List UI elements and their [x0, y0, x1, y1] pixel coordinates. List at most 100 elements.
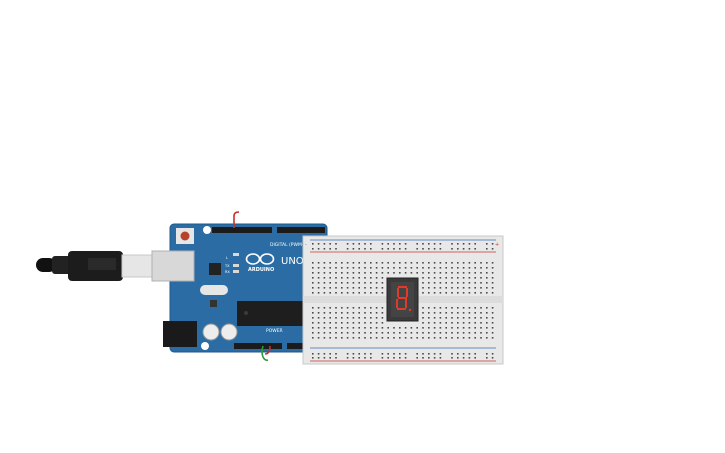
breadboard-hole[interactable] [480, 332, 482, 334]
breadboard-hole[interactable] [486, 337, 488, 339]
breadboard-hole[interactable] [428, 337, 430, 339]
breadboard-hole[interactable] [381, 337, 384, 339]
breadboard-hole[interactable] [462, 353, 465, 355]
breadboard-hole[interactable] [341, 277, 343, 279]
breadboard-hole[interactable] [416, 248, 418, 250]
breadboard-hole[interactable] [428, 262, 430, 264]
breadboard-hole[interactable] [433, 272, 436, 274]
breadboard-hole[interactable] [486, 332, 488, 334]
breadboard-hole[interactable] [323, 248, 326, 250]
breadboard-hole[interactable] [335, 287, 337, 289]
breadboard-hole[interactable] [480, 272, 482, 274]
breadboard-hole[interactable] [486, 292, 488, 294]
breadboard-hole[interactable] [462, 312, 465, 314]
breadboard-hole[interactable] [433, 353, 436, 355]
breadboard-hole[interactable] [317, 317, 320, 319]
breadboard-hole[interactable] [370, 292, 372, 294]
breadboard-hole[interactable] [433, 262, 436, 264]
breadboard-hole[interactable] [445, 327, 447, 329]
breadboard-hole[interactable] [381, 282, 384, 284]
breadboard-hole[interactable] [428, 332, 430, 334]
breadboard-hole[interactable] [387, 357, 389, 359]
breadboard-hole[interactable] [422, 337, 424, 339]
breadboard-hole[interactable] [352, 317, 355, 319]
breadboard-hole[interactable] [486, 282, 488, 284]
breadboard-hole[interactable] [491, 248, 494, 250]
breadboard-hole[interactable] [346, 248, 349, 250]
breadboard-hole[interactable] [358, 332, 360, 334]
breadboard-hole[interactable] [399, 267, 401, 269]
breadboard-hole[interactable] [323, 332, 326, 334]
breadboard-hole[interactable] [370, 272, 372, 274]
breadboard-hole[interactable] [404, 337, 407, 339]
breadboard-hole[interactable] [335, 332, 337, 334]
breadboard-hole[interactable] [358, 307, 360, 309]
breadboard-hole[interactable] [474, 287, 476, 289]
breadboard-hole[interactable] [416, 267, 418, 269]
breadboard-hole[interactable] [439, 277, 442, 279]
breadboard-hole[interactable] [346, 337, 349, 339]
breadboard-hole[interactable] [422, 357, 424, 359]
breadboard-hole[interactable] [468, 277, 471, 279]
breadboard-hole[interactable] [422, 327, 424, 329]
breadboard-hole[interactable] [381, 327, 384, 329]
breadboard-hole[interactable] [433, 357, 436, 359]
breadboard-hole[interactable] [445, 282, 447, 284]
breadboard-hole[interactable] [486, 312, 488, 314]
breadboard-hole[interactable] [352, 248, 355, 250]
breadboard-hole[interactable] [451, 248, 453, 250]
breadboard-hole[interactable] [480, 282, 482, 284]
breadboard-hole[interactable] [341, 287, 343, 289]
breadboard-hole[interactable] [323, 282, 326, 284]
breadboard-hole[interactable] [364, 357, 366, 359]
breadboard-hole[interactable] [346, 282, 349, 284]
breadboard-hole[interactable] [433, 327, 436, 329]
breadboard-hole[interactable] [352, 262, 355, 264]
breadboard-hole[interactable] [387, 267, 389, 269]
breadboard-hole[interactable] [358, 337, 360, 339]
breadboard-hole[interactable] [445, 292, 447, 294]
breadboard-hole[interactable] [393, 357, 395, 359]
breadboard-hole[interactable] [468, 248, 471, 250]
breadboard-hole[interactable] [329, 327, 331, 329]
breadboard-hole[interactable] [491, 332, 494, 334]
breadboard-hole[interactable] [393, 327, 395, 329]
breadboard-hole[interactable] [468, 327, 471, 329]
arduino-uno-board[interactable]: ARDUINO UNO DIGITAL (PWM~) POWER L TX RX [151, 223, 328, 353]
breadboard-hole[interactable] [375, 327, 378, 329]
breadboard-hole[interactable] [428, 287, 430, 289]
breadboard-hole[interactable] [491, 322, 494, 324]
breadboard-hole[interactable] [393, 332, 395, 334]
breadboard-hole[interactable] [416, 243, 418, 245]
breadboard-hole[interactable] [329, 277, 331, 279]
breadboard-hole[interactable] [335, 267, 337, 269]
breadboard-hole[interactable] [457, 332, 459, 334]
breadboard-hole[interactable] [399, 262, 401, 264]
breadboard-hole[interactable] [422, 243, 424, 245]
breadboard-hole[interactable] [491, 307, 494, 309]
breadboard-hole[interactable] [428, 353, 430, 355]
breadboard-hole[interactable] [474, 262, 476, 264]
breadboard-hole[interactable] [352, 353, 355, 355]
breadboard-hole[interactable] [491, 357, 494, 359]
breadboard-hole[interactable] [451, 267, 453, 269]
breadboard-hole[interactable] [399, 243, 401, 245]
breadboard-hole[interactable] [375, 307, 378, 309]
breadboard-hole[interactable] [451, 317, 453, 319]
breadboard-hole[interactable] [491, 353, 494, 355]
breadboard-hole[interactable] [468, 332, 471, 334]
breadboard-hole[interactable] [317, 312, 320, 314]
breadboard-hole[interactable] [323, 307, 326, 309]
breadboard-hole[interactable] [445, 312, 447, 314]
breadboard-hole[interactable] [346, 287, 349, 289]
breadboard-hole[interactable] [375, 312, 378, 314]
breadboard-hole[interactable] [387, 353, 389, 355]
breadboard-hole[interactable] [341, 317, 343, 319]
breadboard-hole[interactable] [312, 327, 314, 329]
breadboard-hole[interactable] [381, 277, 384, 279]
breadboard-hole[interactable] [410, 267, 413, 269]
breadboard-hole[interactable] [491, 292, 494, 294]
breadboard-hole[interactable] [329, 357, 331, 359]
breadboard-hole[interactable] [370, 322, 372, 324]
breadboard-hole[interactable] [491, 277, 494, 279]
